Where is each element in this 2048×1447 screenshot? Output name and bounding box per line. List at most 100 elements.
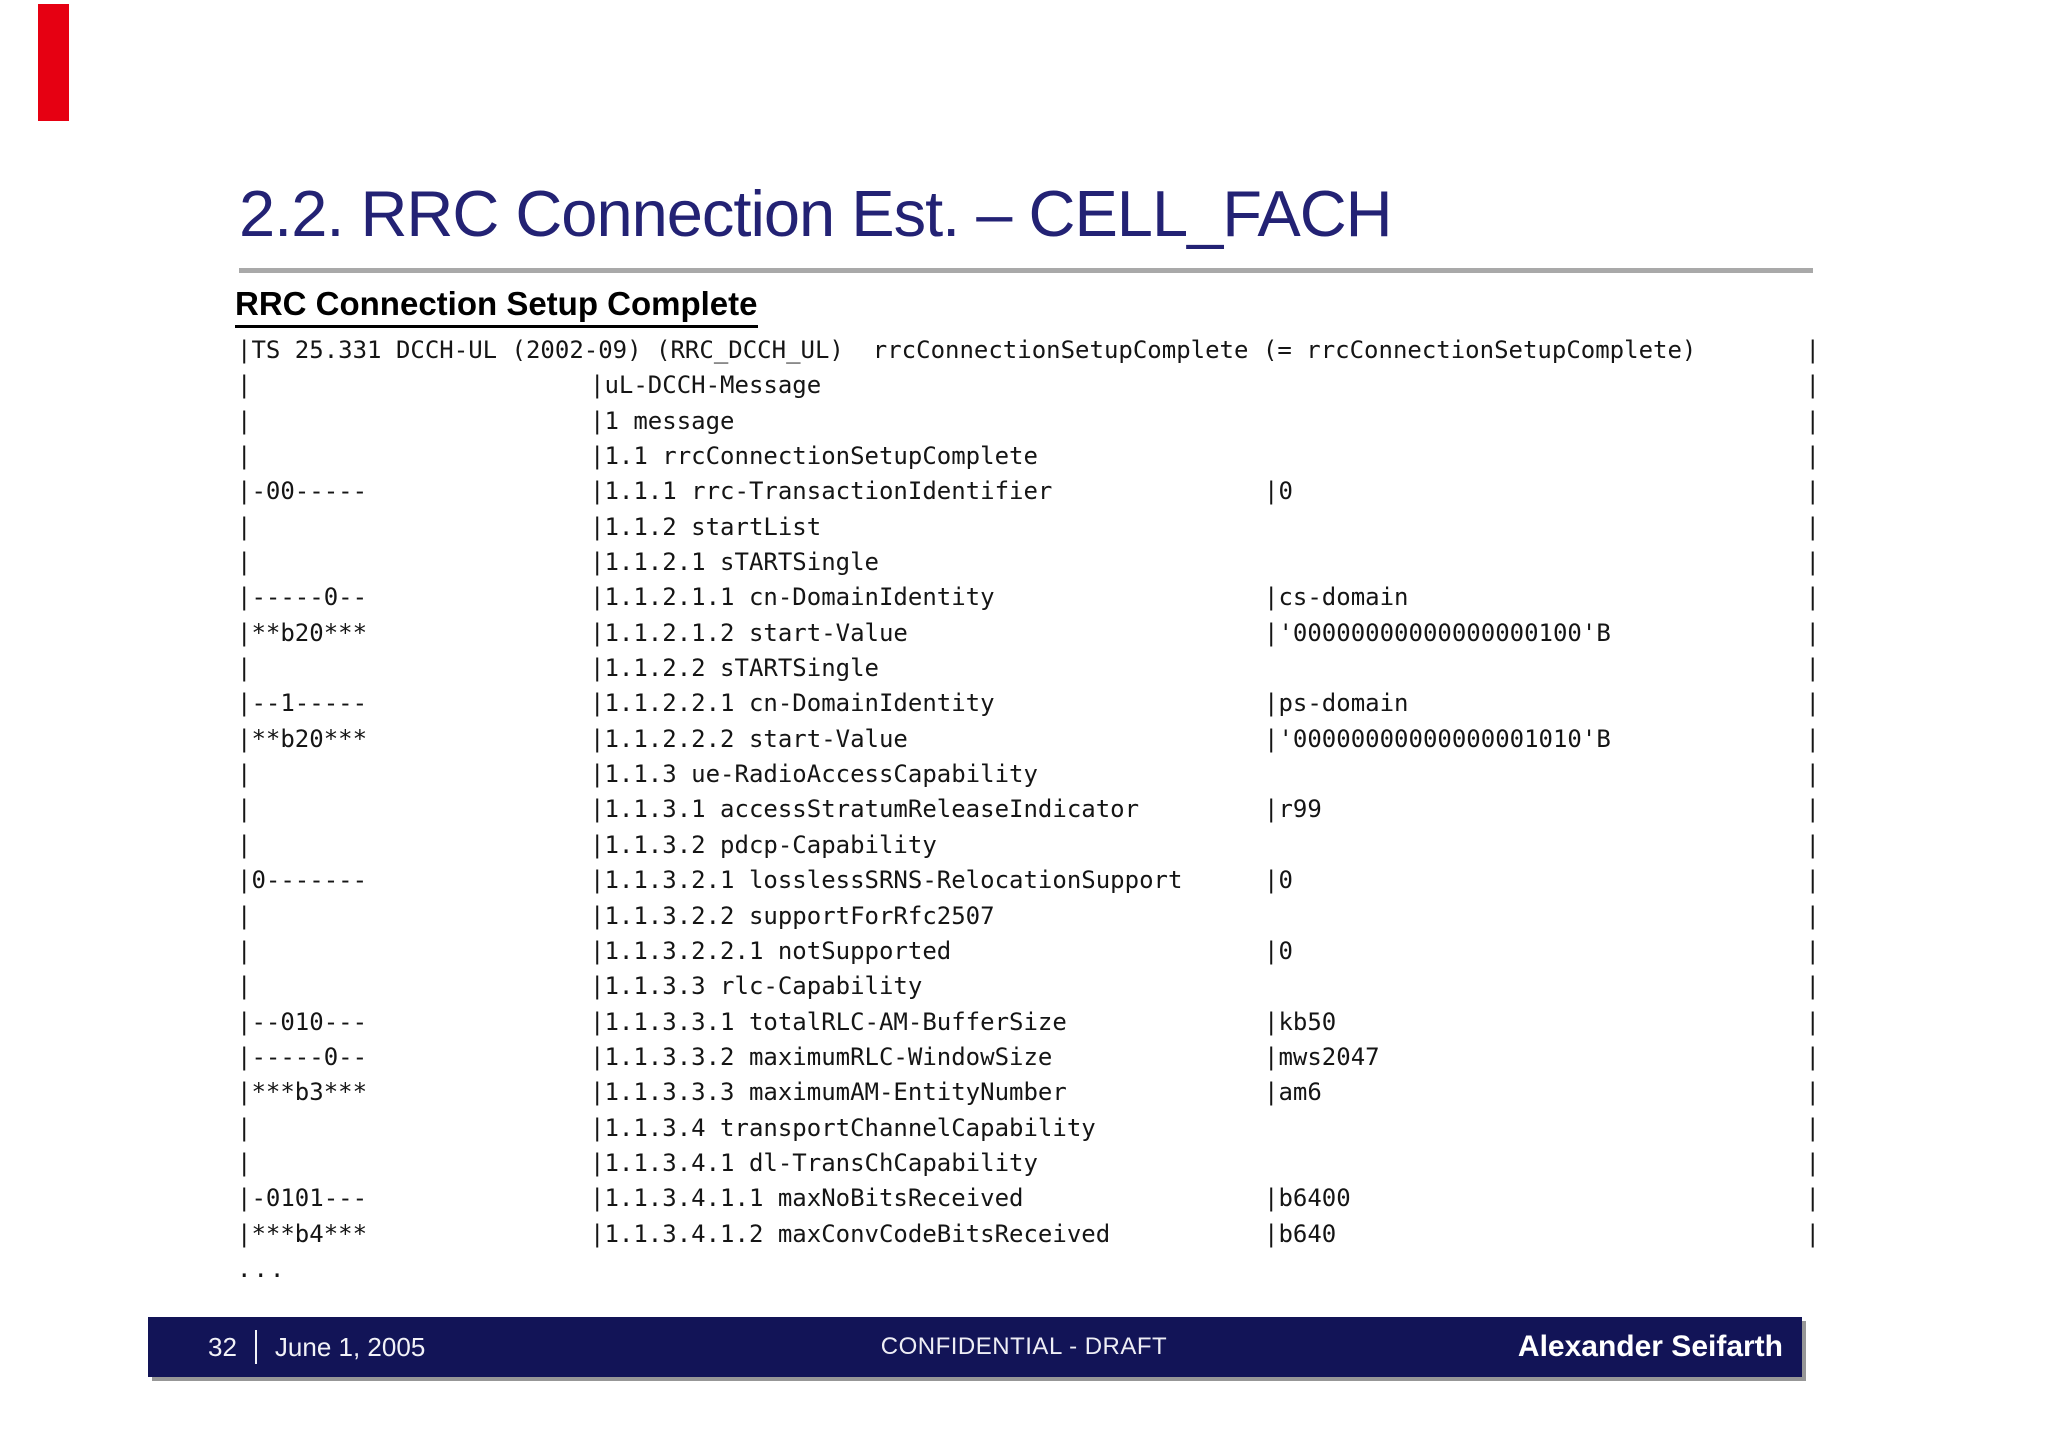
- trace-right-border: |: [1805, 689, 1820, 718]
- trace-field-name: |1.1.3 ue-RadioAccessCapability: [590, 760, 1038, 789]
- footer-classification: CONFIDENTIAL - DRAFT: [880, 1333, 1168, 1360]
- trace-bit-pattern: |: [237, 548, 252, 577]
- trace-right-border: |: [1805, 406, 1820, 435]
- trace-bit-pattern: |: [237, 1113, 252, 1142]
- trace-field-value: |b640: [1264, 1219, 1337, 1248]
- trace-field-value: [1264, 545, 1806, 580]
- trace-bit-pattern: |-0101---: [237, 1184, 368, 1213]
- trace-right-border: |: [1805, 936, 1820, 965]
- trace-row: | |1.1.3.1 accessStratumReleaseIndicator |…: [237, 792, 1820, 827]
- trace-field-value: |mws2047: [1264, 1042, 1380, 1071]
- trace-field-value: |'00000000000000000100'B: [1264, 618, 1611, 647]
- trace-field-name: |1.1.2.2.1 cn-DomainIdentity: [590, 689, 995, 718]
- trace-right-border: |: [1805, 1007, 1820, 1036]
- trace-right-border: |: [1805, 866, 1820, 895]
- trace-field-value: |b6400: [1264, 1184, 1351, 1213]
- trace-field-name: |1.1.2.1.1 cn-DomainIdentity: [590, 583, 995, 612]
- red-marker-bar: [38, 4, 69, 121]
- trace-field-value: [1264, 439, 1806, 474]
- trace-bit-pattern: |--010---: [237, 1007, 368, 1036]
- trace-bit-pattern: |: [237, 972, 252, 1001]
- trace-field-name: |1.1.2.1.2 start-Value: [590, 618, 908, 647]
- trace-field-value: [1264, 1146, 1806, 1181]
- trace-row: |TS 25.331 DCCH-UL (2002-09) (RRC_DCCH_U…: [237, 333, 1820, 368]
- trace-field-value: [1264, 510, 1806, 545]
- trace-bit-pattern: |: [237, 654, 252, 683]
- trace-row: | |1.1.2.2 sTARTSingle |: [237, 651, 1820, 686]
- trace-field-name: |1.1.3.2 pdcp-Capability: [590, 830, 937, 859]
- footer-date: June 1, 2005: [274, 1331, 426, 1362]
- trace-bit-pattern: |**b20***: [237, 618, 368, 647]
- trace-right-border: |: [1805, 618, 1820, 647]
- trace-field-name: |1 message: [590, 406, 735, 435]
- trace-field-value: [1264, 404, 1806, 439]
- trace-row: ||1.1.3.4.1 dl-TransChCapability|: [237, 1146, 1820, 1181]
- trace-right-border: |: [1805, 477, 1820, 506]
- trace-row: ||1.1.3.2 pdcp-Capability|: [237, 828, 1820, 863]
- title-divider: [239, 268, 1813, 273]
- trace-field-name: |1.1.3.2.1 losslessSRNS-RelocationSuppor…: [590, 866, 1183, 895]
- trace-field-name: |1.1.1 rrc-TransactionIdentifier: [590, 477, 1053, 506]
- trace-field-name: |1.1.2.2.2 start-Value: [590, 724, 908, 753]
- trace-row: ||1 message|: [237, 404, 1820, 439]
- trace-right-border: |: [1805, 724, 1820, 753]
- trace-row: |0------- |1.1.3.2.1 losslessSRNS-Relocat…: [237, 863, 1820, 898]
- protocol-trace-table: |TS 25.331 DCCH-UL (2002-09) (RRC_DCCH_U…: [237, 333, 1820, 1287]
- trace-field-value: [1264, 368, 1806, 403]
- trace-row: ||1.1.3.3 rlc-Capability|: [237, 969, 1820, 1004]
- trace-bit-pattern: |: [237, 760, 252, 789]
- trace-bit-pattern: |: [237, 936, 252, 965]
- trace-ellipsis: ...: [237, 1254, 287, 1283]
- trace-bit-pattern: |***b4***: [237, 1219, 368, 1248]
- trace-row: |--1-----|1.1.2.2.1 cn-DomainIdentity|ps…: [237, 686, 1820, 721]
- trace-field-value: [1264, 651, 1806, 686]
- trace-right-border: |: [1805, 1042, 1820, 1071]
- trace-right-border: |: [1805, 1148, 1820, 1177]
- trace-right-border: |: [1805, 1113, 1820, 1142]
- trace-field-name: |1.1.3.3.2 maximumRLC-WindowSize: [590, 1042, 1053, 1071]
- trace-bit-pattern: |: [237, 830, 252, 859]
- trace-right-border: |: [1805, 654, 1820, 683]
- trace-field-name: |1.1.2.2 sTARTSingle: [590, 654, 879, 683]
- trace-bit-pattern: |: [237, 371, 252, 400]
- trace-bit-pattern: |: [237, 1148, 252, 1177]
- trace-field-name: |1.1 rrcConnectionSetupComplete: [590, 442, 1038, 471]
- slide-title: 2.2. RRC Connection Est. – CELL_FACH: [239, 177, 1393, 250]
- trace-field-value: [1264, 899, 1806, 934]
- trace-bit-pattern: |-----0--: [237, 583, 368, 612]
- page-number: 32: [208, 1331, 237, 1362]
- trace-right-border: |: [1805, 972, 1820, 1001]
- trace-field-value: |am6: [1264, 1078, 1322, 1107]
- trace-field-value: [1264, 969, 1806, 1004]
- trace-right-border: |: [1805, 336, 1820, 364]
- trace-bit-pattern: |0-------: [237, 866, 368, 895]
- trace-field-name: |1.1.3.4.1.1 maxNoBitsReceived: [590, 1184, 1024, 1213]
- trace-field-value: [1264, 828, 1806, 863]
- trace-bit-pattern: |: [237, 795, 252, 824]
- trace-right-border: |: [1805, 795, 1820, 824]
- trace-row: |***b4***|1.1.3.4.1.2 maxConvCodeBitsRec…: [237, 1217, 1820, 1252]
- trace-field-value: [1264, 757, 1806, 792]
- trace-row: |***b3***|1.1.3.3.3 maximumAM-EntityNumb…: [237, 1075, 1820, 1110]
- trace-right-border: |: [1805, 901, 1820, 930]
- trace-field-value: |0: [1264, 936, 1293, 965]
- trace-right-border: |: [1805, 548, 1820, 577]
- trace-row: | |1.1.2.1 sTARTSingle |: [237, 545, 1820, 580]
- trace-row: |-0101--- |1.1.3.4.1.1 maxNoBitsReceived |…: [237, 1181, 1820, 1216]
- trace-field-name: |1.1.3.1 accessStratumReleaseIndicator: [590, 795, 1140, 824]
- trace-field-value: [1264, 1111, 1806, 1146]
- trace-row: ||uL-DCCH-Message|: [237, 368, 1820, 403]
- trace-field-name: |1.1.2.1 sTARTSingle: [590, 548, 879, 577]
- trace-row: ||1.1.3 ue-RadioAccessCapability|: [237, 757, 1820, 792]
- trace-row: ||1.1.2 startList|: [237, 510, 1820, 545]
- trace-field-value: |0: [1264, 477, 1293, 506]
- trace-field-name: |1.1.3.2.2.1 notSupported: [590, 936, 952, 965]
- trace-row: |**b20*** |1.1.2.1.2 start-Value |'0000000…: [237, 616, 1820, 651]
- trace-header-line: |TS 25.331 DCCH-UL (2002-09) (RRC_DCCH_U…: [237, 336, 1697, 364]
- footer-separator: [254, 1330, 257, 1364]
- trace-row: |-00----- |1.1.1 rrc-TransactionIdentifie…: [237, 474, 1820, 509]
- trace-bit-pattern: |--1-----: [237, 689, 368, 718]
- trace-bit-pattern: |: [237, 901, 252, 930]
- trace-bit-pattern: |-00-----: [237, 477, 368, 506]
